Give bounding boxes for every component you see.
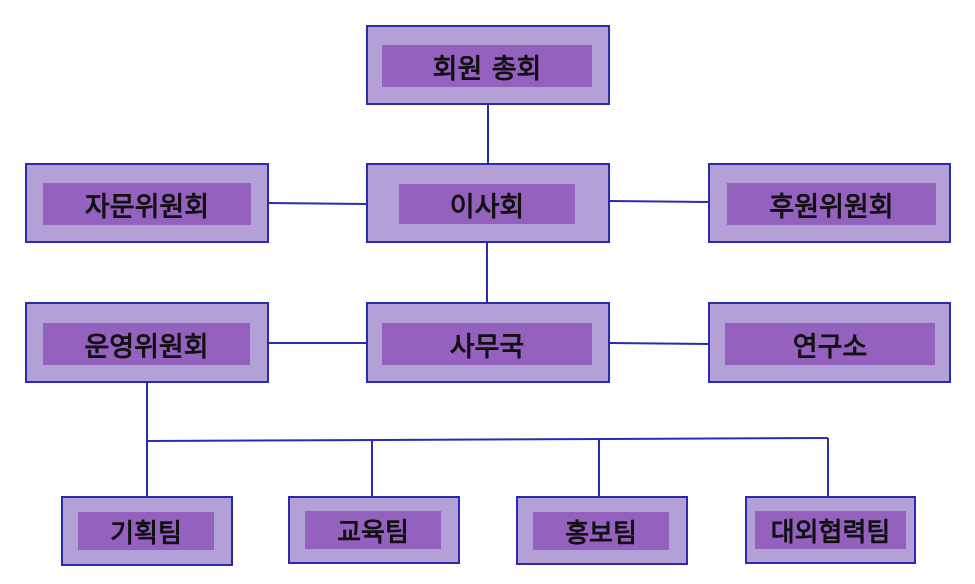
pr-team-box: 홍보팀 <box>516 496 688 565</box>
research-institute-box: 연구소 <box>708 302 951 383</box>
board-box: 이사회 <box>366 163 610 243</box>
sponsorship-committee-box: 후원위원회 <box>708 163 951 243</box>
advisory-committee-label: 자문위원회 <box>43 183 251 225</box>
education-team-box: 교육팀 <box>288 496 460 564</box>
general-assembly-box: 회원 총회 <box>366 25 610 105</box>
advisory-committee-box: 자문위원회 <box>25 163 269 243</box>
secretariat-label: 사무국 <box>382 323 592 365</box>
line-secretariat-to-research <box>608 342 710 345</box>
pr-team-label: 홍보팀 <box>533 512 669 550</box>
planning-team-label: 기획팀 <box>78 512 214 550</box>
general-assembly-label: 회원 총회 <box>382 45 592 87</box>
secretariat-box: 사무국 <box>366 302 610 383</box>
line-teams-horizontal <box>146 437 829 442</box>
steering-committee-box: 운영위원회 <box>25 302 269 383</box>
steering-committee-label: 운영위원회 <box>43 323 250 365</box>
line-advisory-to-board <box>267 202 368 205</box>
external-cooperation-team-box: 대외협력팀 <box>745 496 916 564</box>
education-team-label: 교육팀 <box>305 511 441 549</box>
line-board-to-sponsorship <box>608 200 710 203</box>
external-cooperation-team-label: 대외협력팀 <box>755 511 906 549</box>
sponsorship-committee-label: 후원위원회 <box>727 183 936 225</box>
research-institute-label: 연구소 <box>725 323 935 365</box>
planning-team-box: 기획팀 <box>61 496 233 566</box>
board-label: 이사회 <box>399 184 575 224</box>
